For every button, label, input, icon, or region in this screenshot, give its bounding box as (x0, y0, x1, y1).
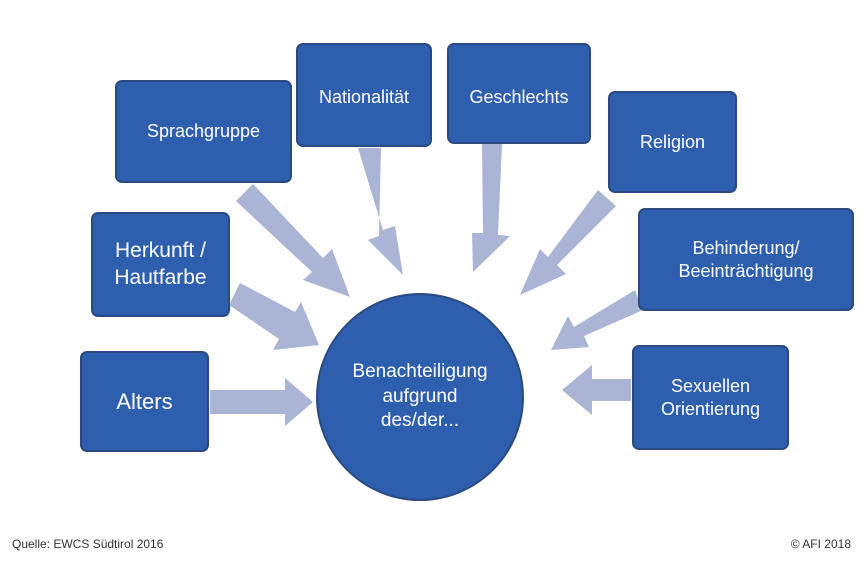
factor-label-religion: Religion (639, 131, 706, 152)
arrow-alters (210, 378, 313, 426)
arrow-sprachgruppe (236, 184, 350, 297)
arrow-behinderung (551, 290, 643, 350)
factor-label-alters: Alters (116, 388, 173, 414)
source-note: Quelle: EWCS Südtirol 2016 (12, 537, 164, 551)
center-label: Benachteiligung aufgrund des/der... (352, 360, 488, 432)
arrow-nationalitaet (358, 148, 403, 275)
factor-label-herkunft: Herkunft / Hautfarbe (114, 239, 207, 289)
arrow-geschlechts (472, 144, 510, 272)
factor-box-religion: Religion (608, 91, 737, 193)
factor-box-geschlechts: Geschlechts (447, 43, 591, 144)
factor-label-sprachgruppe: Sprachgruppe (146, 121, 261, 142)
factor-box-nationalitaet: Nationalität (296, 43, 432, 147)
factor-box-alters: Alters (80, 351, 209, 452)
arrow-sexuellen (562, 365, 631, 415)
arrow-religion (520, 190, 616, 295)
factor-box-behinderung: Behinderung/ Beeinträchtigung (638, 208, 854, 311)
factor-label-nationalitaet: Nationalität (318, 87, 410, 107)
factor-box-herkunft: Herkunft / Hautfarbe (91, 212, 230, 317)
factor-label-behinderung: Behinderung/ Beeinträchtigung (678, 238, 814, 281)
factor-box-sprachgruppe: Sprachgruppe (115, 80, 292, 183)
factor-label-geschlechts: Geschlechts (469, 87, 569, 107)
copyright-note: © AFI 2018 (790, 537, 851, 551)
center-circle: Benachteiligung aufgrund des/der... (316, 293, 524, 501)
factor-box-sexuellen: Sexuellen Orientierung (632, 345, 789, 450)
factor-label-sexuellen: Sexuellen Orientierung (660, 376, 761, 419)
arrow-herkunft (229, 283, 319, 350)
